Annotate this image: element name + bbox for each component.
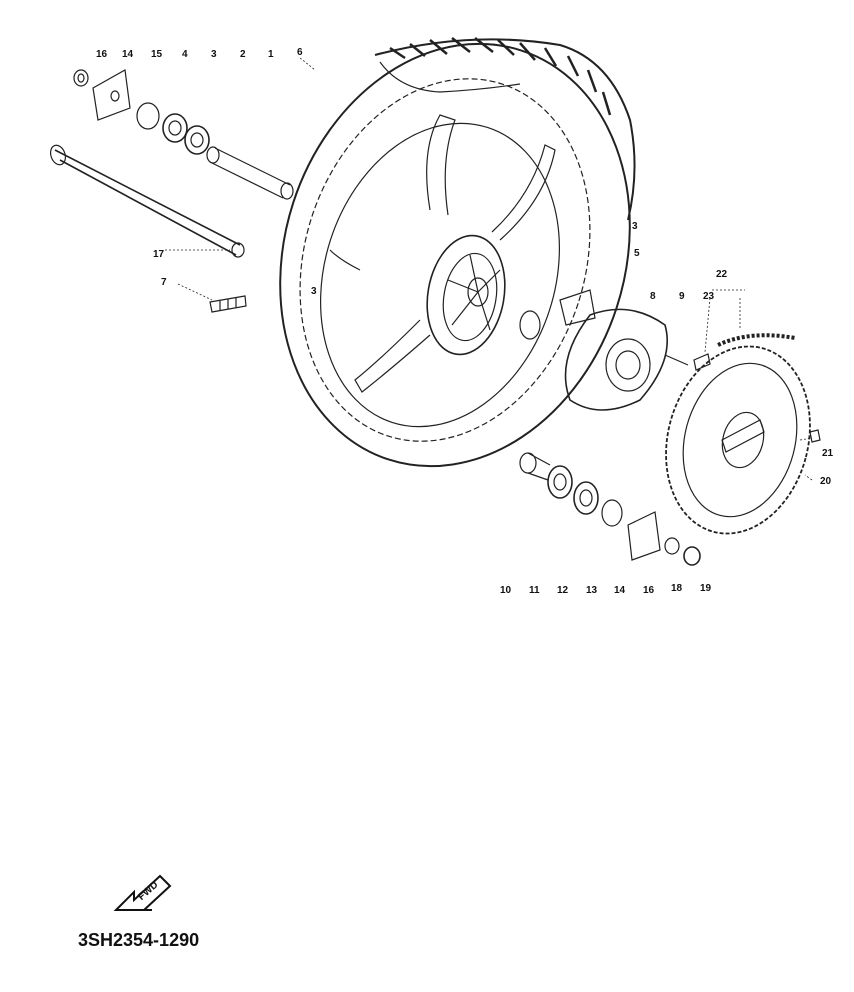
callout-17: 17 <box>153 249 165 260</box>
valve-bolt <box>209 295 247 313</box>
callout-16-left: 16 <box>96 49 108 60</box>
tire <box>279 37 636 468</box>
callout-3-left: 3 <box>311 286 317 297</box>
callout-9: 9 <box>679 291 685 302</box>
callout-21: 21 <box>822 448 834 459</box>
right-hub-parts <box>519 452 701 566</box>
callout-23: 23 <box>703 291 715 302</box>
left-hub-parts <box>73 69 294 200</box>
sprocket-nut <box>809 429 821 443</box>
callout-3-right: 3 <box>632 221 638 232</box>
callout-22: 22 <box>716 269 728 280</box>
drive-chain <box>693 333 796 371</box>
callout-14-left: 14 <box>122 49 134 60</box>
callout-2: 2 <box>240 49 246 60</box>
forward-arrow-icon: FWD <box>113 874 172 911</box>
callout-1: 1 <box>268 49 274 60</box>
callout-18: 18 <box>671 583 683 594</box>
callout-4: 4 <box>182 49 188 60</box>
callout-13: 13 <box>586 585 598 596</box>
callout-10: 10 <box>500 585 512 596</box>
axle-shaft <box>49 144 245 258</box>
leader-lines <box>165 57 813 481</box>
callout-3-top: 3 <box>211 49 217 60</box>
callout-5: 5 <box>634 248 640 259</box>
callout-16-right: 16 <box>643 585 655 596</box>
callout-7: 7 <box>161 277 167 288</box>
callout-14-right: 14 <box>614 585 626 596</box>
drawing-code: 3SH2354-1290 <box>78 930 200 950</box>
wheel-rim <box>320 114 560 428</box>
callout-19: 19 <box>700 583 712 594</box>
callout-6: 6 <box>297 47 303 58</box>
callout-8: 8 <box>650 291 656 302</box>
callout-12: 12 <box>557 585 569 596</box>
sprocket <box>665 345 811 535</box>
sprocket-hub <box>519 289 689 411</box>
callout-20: 20 <box>820 476 832 487</box>
callout-11: 11 <box>529 585 540 596</box>
callout-15: 15 <box>151 49 163 60</box>
